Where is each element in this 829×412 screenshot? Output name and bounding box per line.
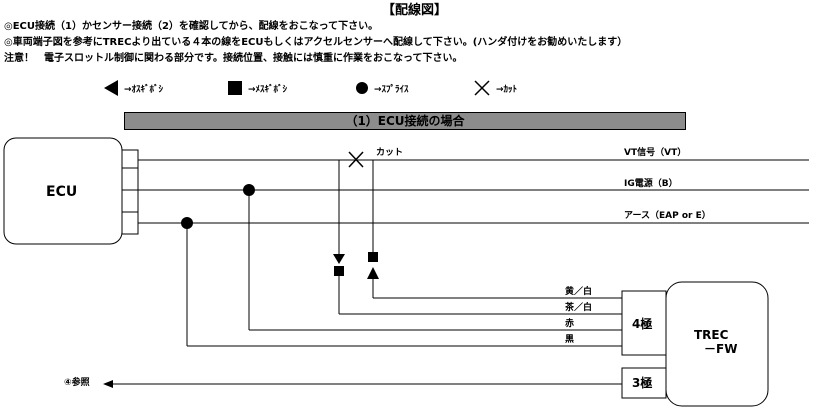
note-caution: 注意！ 電子スロットル制御に関わる部分です。接続位置、接触には慎重に作業をおこな… [4, 53, 463, 64]
legend-splice: →ｽﾌﾟﾗｲｽ [352, 78, 409, 98]
splice-icon [356, 82, 368, 94]
legend-female: →ﾒｽｷﾞﾎﾞｼ [226, 78, 287, 98]
wire-label-red: 赤 [565, 319, 575, 329]
legend-female-label: →ﾒｽｷﾞﾎﾞｼ [248, 85, 288, 95]
trec-box [665, 281, 769, 407]
wire-label-black: 黒 [565, 335, 575, 345]
connector-3pin-label: 3極 [632, 376, 653, 390]
note-1: ◎ECU接続（1）かセンサー接続（2）を確認してから、配線をおこなって下さい。 [4, 21, 379, 32]
female-terminal-icon [228, 81, 242, 95]
male-terminal-icon [104, 80, 118, 96]
cut-icon [474, 80, 490, 96]
trec-label-line1: TREC [694, 328, 729, 342]
signal-earth: アース（EAP or E） [624, 211, 711, 221]
female-connector-ecu [334, 266, 344, 276]
ecu-label: ECU [46, 184, 78, 200]
connector-4pin-label: 4極 [632, 317, 653, 331]
reference-label: ④参照 [64, 378, 90, 388]
legend-male: →ｵｽｷﾞﾎﾞｼ [100, 78, 163, 98]
wire-label-brown-white: 茶／白 [565, 303, 593, 313]
trec-label-line2: －FW [704, 342, 738, 356]
page-title: 【配線図】 [381, 3, 447, 18]
note-2: ◎車両端子図を参考にTRECより出ている４本の線をECUもしくはアクセルセンサー… [4, 37, 628, 48]
legend-cut: →ｶｯﾄ [472, 78, 517, 98]
signal-vt: VT信号（VT） [624, 148, 687, 158]
legend-splice-label: →ｽﾌﾟﾗｲｽ [374, 85, 409, 95]
legend-male-label: →ｵｽｷﾞﾎﾞｼ [124, 85, 164, 95]
signal-ig: IG電源（B） [624, 179, 678, 189]
connector-3pin [621, 367, 667, 399]
male-connector-ecu [333, 254, 345, 264]
female-connector-sensor [368, 252, 378, 262]
connector-4pin [621, 290, 667, 356]
cut-label: カット [376, 148, 404, 158]
ecu-connector [121, 149, 139, 235]
legend-cut-label: →ｶｯﾄ [496, 85, 518, 95]
wire-label-yellow-white: 黄／白 [565, 287, 593, 297]
section-header: （1）ECU接続の場合 [124, 112, 686, 130]
male-connector-sensor [367, 267, 379, 279]
